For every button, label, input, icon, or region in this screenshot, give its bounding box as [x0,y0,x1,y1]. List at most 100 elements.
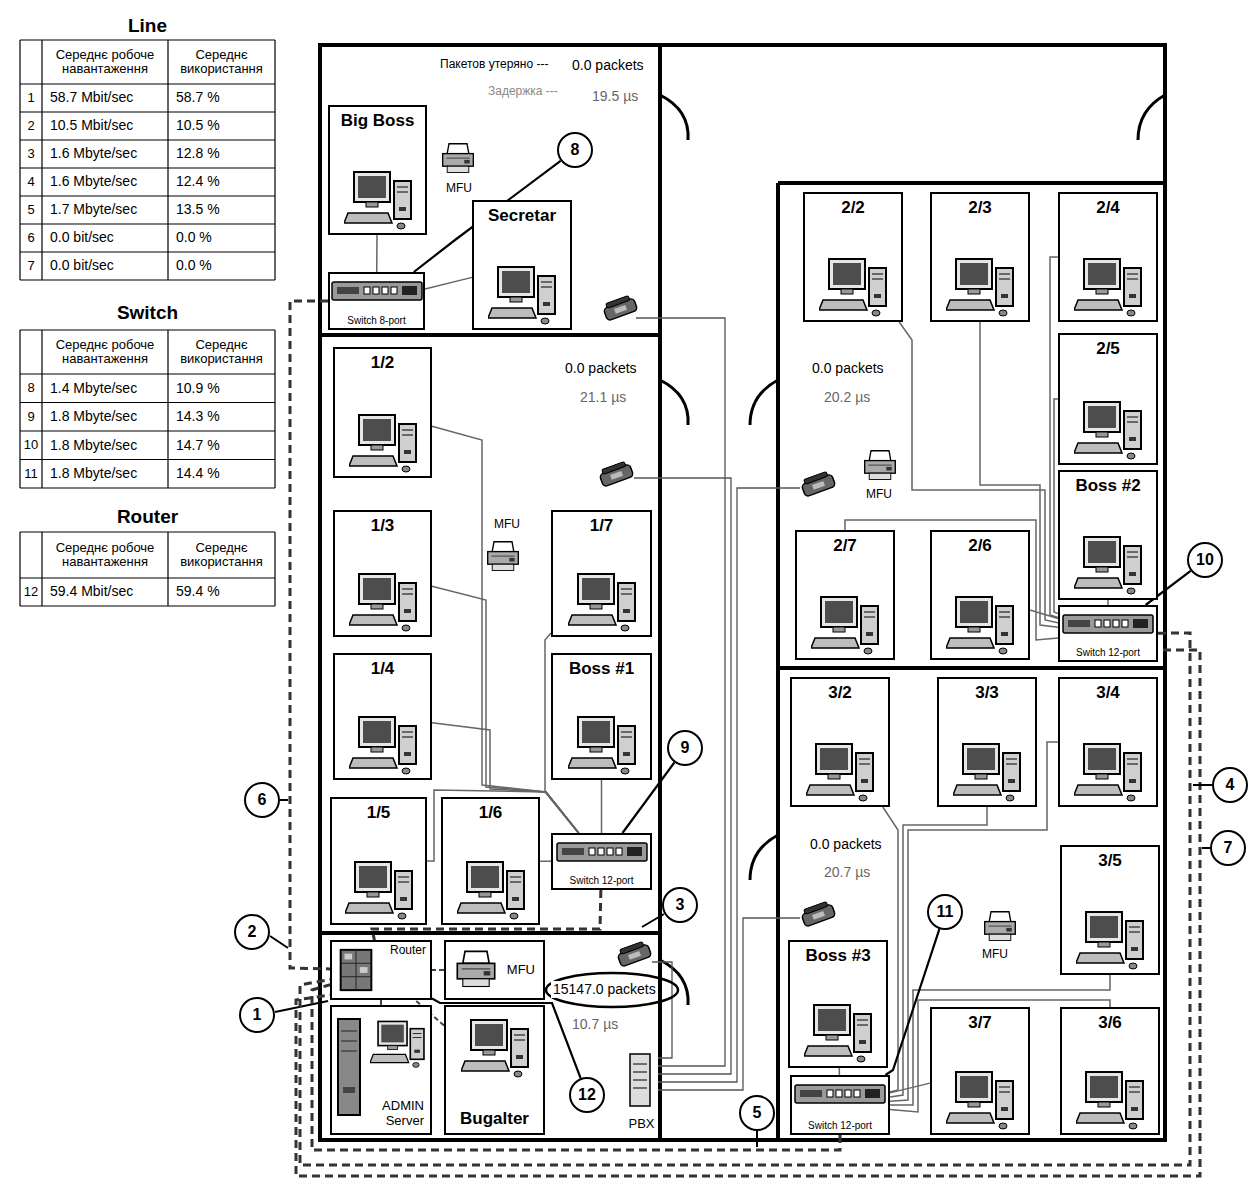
room-box: Bugalter [444,1005,545,1135]
node-label: ADMIN [382,1099,424,1114]
switch-box: Switch 12-port [1058,605,1158,662]
node-label: 1/3 [371,516,395,536]
node-label: Bugalter [460,1109,529,1129]
node-label: 2/7 [833,536,857,556]
room-box: Boss #1 [551,653,652,780]
device-icon [946,259,1013,316]
node-label: Router [390,944,426,958]
table-cell: 58.7 % [170,86,273,110]
stat-text: Пакетов утеряно --- [438,57,550,71]
table-cell: 5 [22,198,40,222]
callout-circle: 8 [557,132,593,168]
table-cell: 1.8 Mbyte/sec [44,433,166,458]
plan-stroke [19,40,20,280]
stat-text: 15147.0 packets [551,981,658,998]
node-label: Switch 12-port [570,875,634,887]
room-box: Big Boss [328,105,427,235]
device-icon [349,412,421,474]
device-icon [1074,744,1141,801]
device-icon [1062,611,1154,637]
highlight-ellipse [546,973,678,1007]
plan-stroke [598,460,634,487]
table-cell: 12 [22,580,40,604]
plan-stroke [167,40,168,280]
device-icon [338,1019,360,1115]
plan-stroke [750,835,778,880]
stat-text: 0.0 packets [563,360,639,377]
room-box: 3/7 [930,1007,1030,1135]
table-cell: 11 [22,462,40,487]
room-box: 2/3 [930,192,1030,322]
table-cell: 7 [22,254,40,278]
device-label: MFU [444,181,474,195]
device-icon [795,1085,885,1103]
backbone-link [300,633,1190,1165]
plan-stroke [274,330,275,488]
table-cell: 2 [22,114,40,138]
stat-text: Задержка --- [486,84,560,98]
device-icon [344,169,416,231]
callout-number: 2 [248,923,257,941]
plan-stroke [756,1131,758,1147]
room-box: 1/3 [333,510,432,637]
room-box: 3/3 [937,677,1037,807]
callout-circle: 10 [1187,542,1223,578]
plan-stroke [167,330,168,488]
device-icon [349,717,416,774]
device-icon [953,741,1025,803]
plan-stroke [19,532,20,606]
table-header: Середнє використання [170,42,273,82]
station-link [540,860,551,862]
table-cell: 12.4 % [170,170,273,194]
device-icon [345,859,417,921]
callout-number: 10 [1196,551,1214,569]
station-link [1030,610,1058,618]
plan-stroke [20,577,275,578]
plan-stroke [20,111,275,112]
table-header: Середнє робоче навантаження [44,42,166,82]
callout-number: 11 [937,903,954,921]
room-box: 3/4 [1058,677,1158,807]
device-icon [819,259,886,316]
table-cell: 14.7 % [170,433,273,458]
node-label: Big Boss [341,111,415,131]
plan-stroke [270,936,288,948]
device-icon [568,574,635,631]
table-header: Середнє робоче навантаження [44,332,166,372]
table-cell: 13.5 % [170,198,273,222]
device-icon [1076,909,1148,971]
building-walls [320,45,1165,1140]
node-label: Switch 8-port [347,315,405,327]
device-icon [1074,402,1141,459]
network-line [296,650,1200,1176]
node-label: Boss #1 [569,659,634,679]
outer-wall [320,45,1165,1140]
plan-stroke [20,39,275,40]
callout-circle: 11 [927,894,963,930]
table-cell: 10.5 % [170,114,273,138]
plan-stroke [1202,847,1210,849]
node-label: 2/5 [1096,339,1120,359]
device-icon [370,1019,428,1069]
device-icon [332,282,422,300]
device-icon [488,267,555,324]
device-icon [454,948,498,992]
device-icon [1074,741,1146,803]
plan-stroke [20,487,275,488]
device-icon [1076,912,1143,969]
callout-number: 7 [1224,839,1233,857]
table-cell: 1.6 Mbyte/sec [44,170,166,194]
backbone-link [290,301,330,969]
room-box: 2/6 [930,530,1030,660]
device-icon [1074,534,1146,596]
device-icon [1074,256,1146,318]
plan-stroke [865,451,896,480]
device-label: MFU [864,487,894,501]
table-cell: 10 [22,433,40,458]
callout-number: 3 [676,896,685,914]
plan-stroke [20,279,275,280]
door-arcs [660,95,1165,1005]
node-label: Server [386,1114,424,1129]
device-icon [946,1069,1018,1131]
